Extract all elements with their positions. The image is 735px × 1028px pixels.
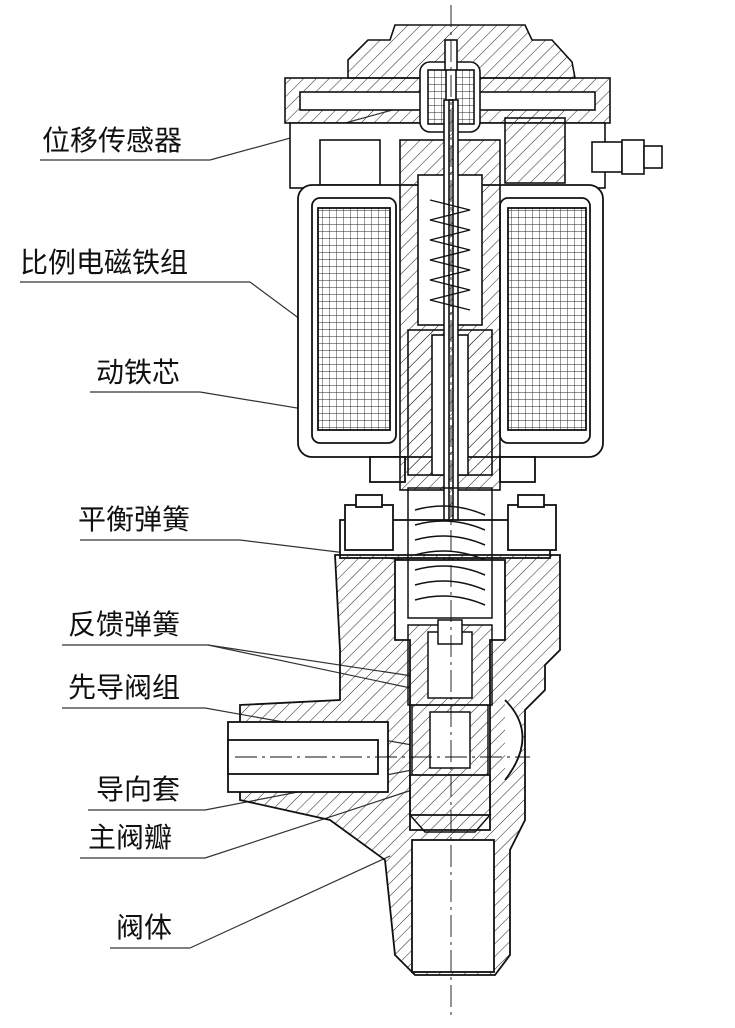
label-pilot-valve-group: 先导阀组 [68,671,181,704]
label-main-valve-disc: 主阀瓣 [88,821,173,854]
right-bolt [507,504,557,551]
pilot-valve-assembly [407,619,493,833]
right-coil [507,207,587,431]
balance-spring [407,487,493,619]
label-balance-spring: 平衡弹簧 [78,503,191,536]
label-valve-body: 阀体 [116,911,173,944]
center-lines [235,5,530,1015]
label-proportional-solenoid-group: 比例电磁铁组 [20,246,189,279]
leader-lines [20,96,441,949]
valve-body [227,554,561,976]
sensor-coil [419,39,481,133]
upper-spring [429,199,471,311]
main-valve-disc-part [409,774,491,816]
label-guide-sleeve: 导向套 [96,773,181,806]
left-bolt [344,504,394,551]
label-moving-core: 动铁芯 [96,356,181,389]
label-displacement-sensor: 位移传感器 [42,124,183,157]
leader-valve-body [189,855,391,949]
upper-flange [339,494,557,559]
outlet-bore [411,839,495,973]
left-coil [317,207,391,431]
label-feedback-spring: 反馈弹簧 [68,608,181,641]
